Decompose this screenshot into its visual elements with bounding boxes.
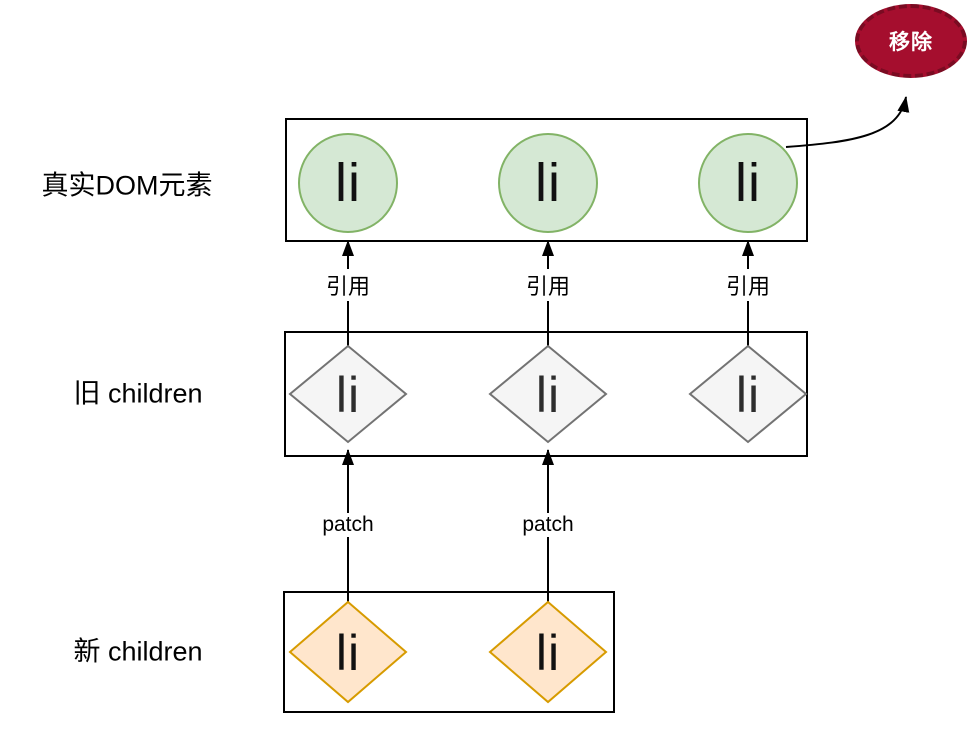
old-vnode-1-label: li — [336, 367, 360, 423]
new-vnode-2: li — [488, 600, 608, 704]
row-label-old-children: 旧 children — [73, 378, 203, 409]
row-label-real-dom: 真实DOM元素 — [41, 170, 213, 201]
dom-node-2-label: li — [535, 153, 561, 213]
reference-label-1: 引用 — [322, 269, 374, 301]
reference-label-2: 引用 — [522, 269, 574, 301]
dom-node-1: li — [298, 133, 398, 233]
row-label-new-children: 新 children — [73, 636, 203, 667]
dom-node-3-label: li — [735, 153, 761, 213]
new-vnode-1: li — [288, 600, 408, 704]
patch-label-1: patch — [319, 513, 377, 537]
old-vnode-2: li — [488, 344, 608, 444]
remove-badge-label: 移除 — [889, 31, 933, 54]
old-vnode-3: li — [688, 344, 808, 444]
old-vnode-2-label: li — [536, 367, 560, 423]
patch-label-2: patch — [519, 513, 577, 537]
dom-node-1-label: li — [335, 153, 361, 213]
new-vnode-1-label: li — [336, 625, 360, 681]
new-vnode-2-label: li — [536, 625, 560, 681]
remove-badge: 移除 — [855, 4, 967, 78]
dom-node-2: li — [498, 133, 598, 233]
reference-label-3: 引用 — [722, 269, 774, 301]
dom-node-3: li — [698, 133, 798, 233]
old-vnode-1: li — [288, 344, 408, 444]
old-vnode-3-label: li — [736, 367, 760, 423]
